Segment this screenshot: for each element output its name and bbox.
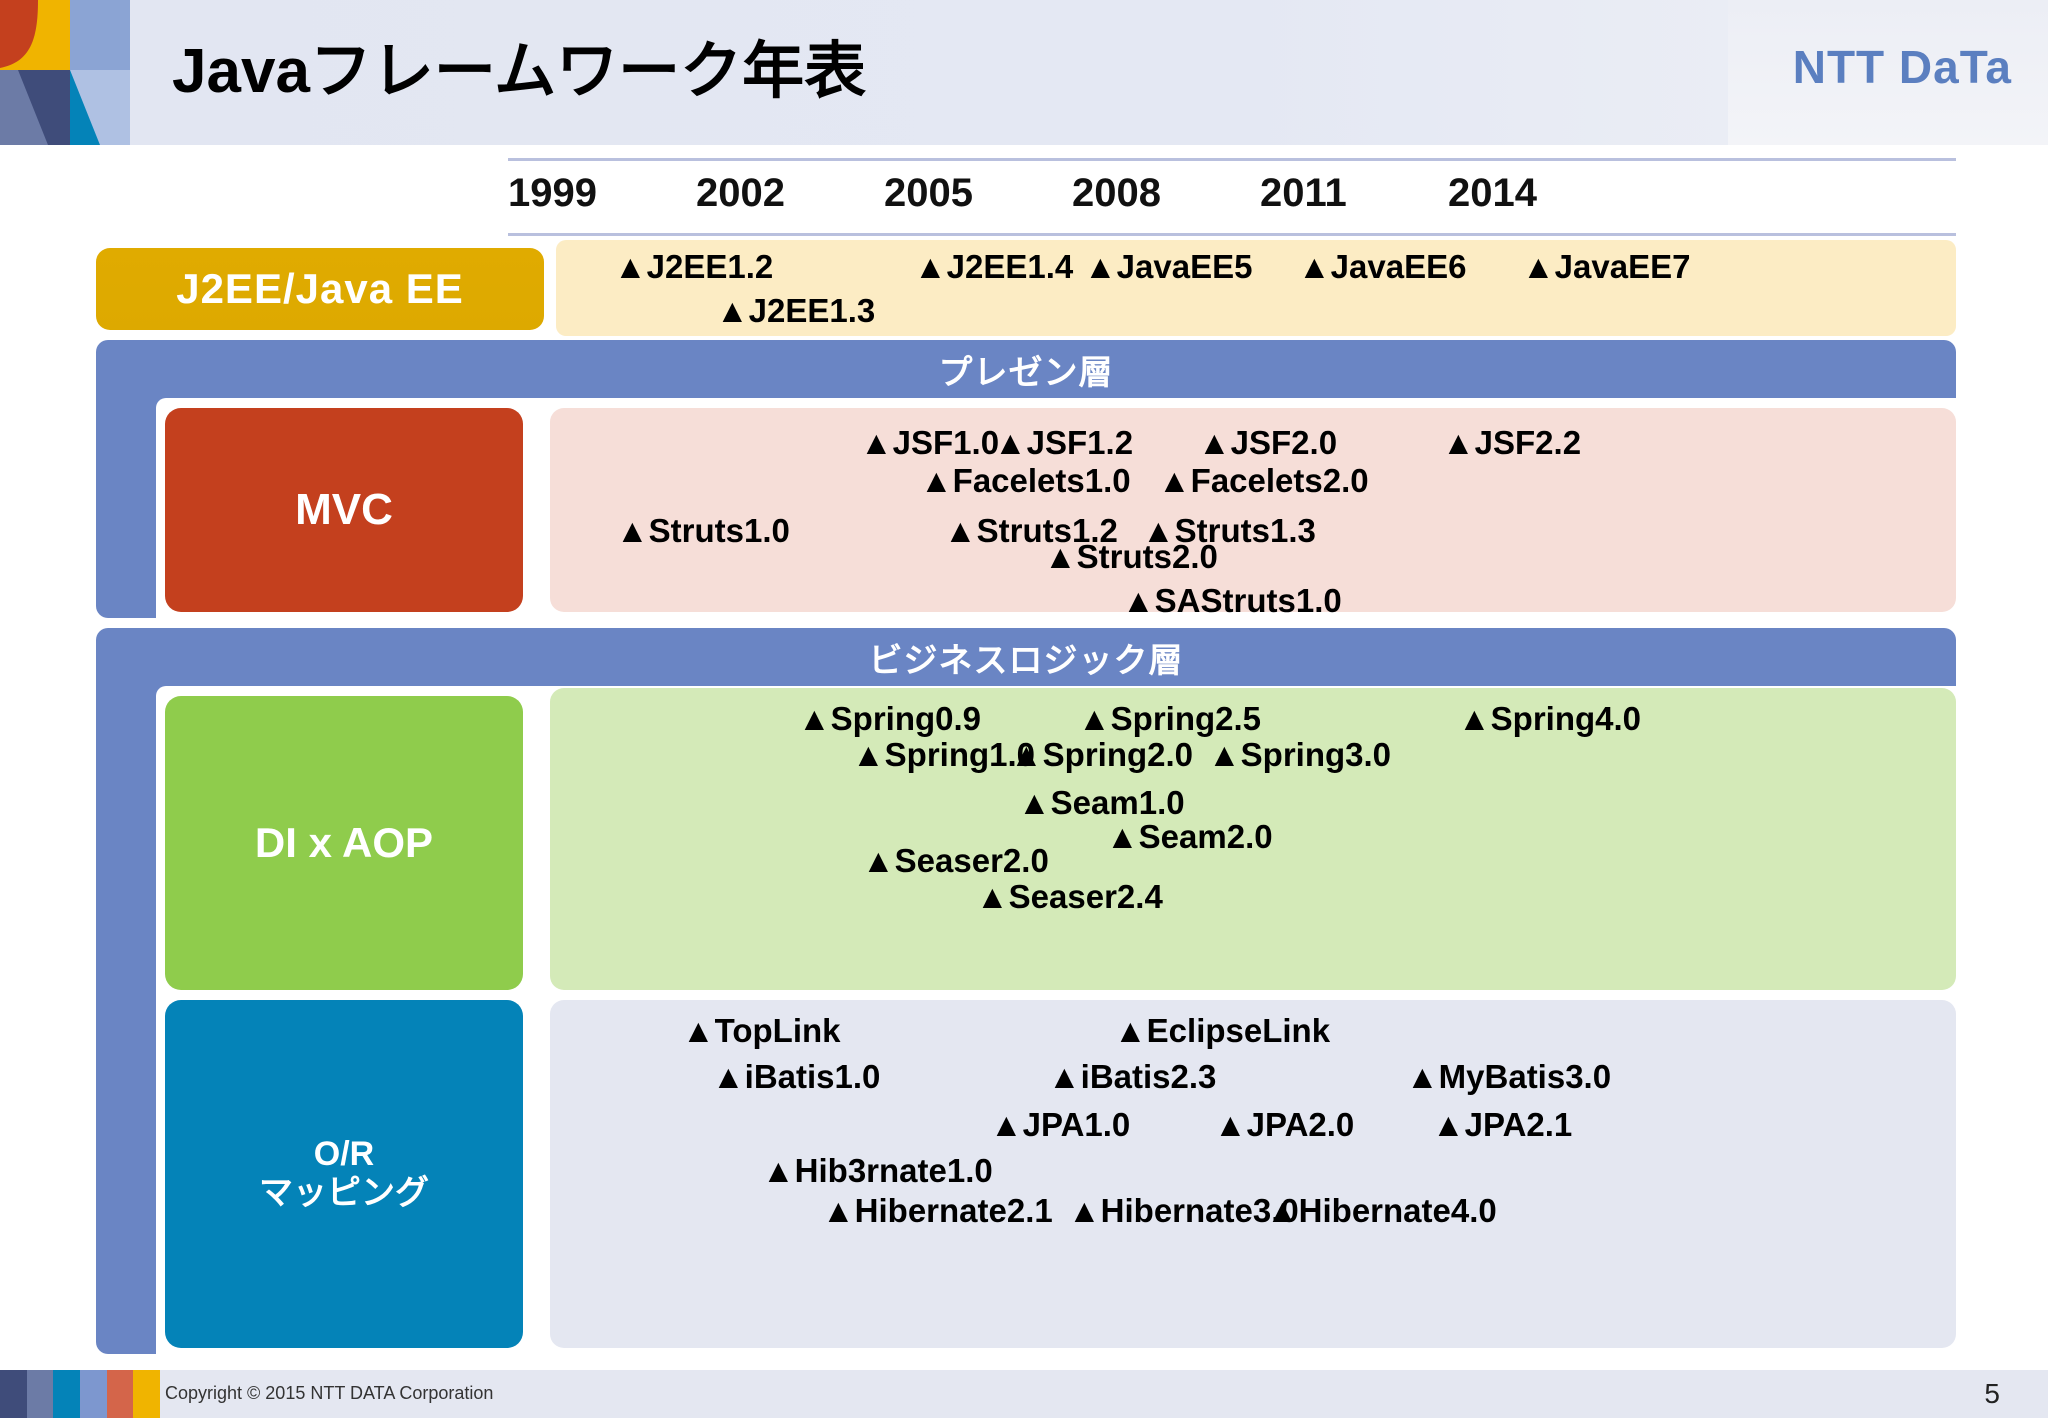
business-logic-layer-title: ビジネスロジック層 bbox=[868, 641, 1184, 680]
header-right-pane bbox=[1728, 0, 2048, 145]
timeline-year-2011: 2011 bbox=[1260, 171, 1347, 215]
or-mapping-release-item: ▲iBatis2.3 bbox=[1048, 1058, 1217, 1095]
mvc-release-item: ▲JSF2.0 bbox=[1198, 424, 1338, 461]
j2ee-timeline-band: ▲J2EE1.2 ▲J2EE1.3 ▲J2EE1.4 ▲JavaEE5 ▲JavaEE6… bbox=[556, 240, 1956, 336]
or-mapping-release-item: ▲Hibernate4.0 bbox=[1266, 1192, 1497, 1229]
mvc-release-item: ▲Struts1.3 bbox=[1142, 512, 1316, 549]
footer-color-bar bbox=[53, 1370, 81, 1418]
category-box-mvc: MVC bbox=[165, 408, 523, 612]
di-aop-release-item: ▲Seaser2.4 bbox=[976, 878, 1163, 915]
footer-color-bars bbox=[0, 1370, 161, 1418]
j2ee-release-item: ▲JavaEE5 bbox=[1084, 248, 1253, 285]
timeline-year-2014: 2014 bbox=[1448, 171, 1537, 215]
or-mapping-release-item: ▲JPA1.0 bbox=[990, 1106, 1131, 1143]
j2ee-release-item: ▲J2EE1.2 bbox=[614, 248, 774, 285]
category-label-mvc: MVC bbox=[295, 484, 393, 534]
mvc-release-item: ▲Facelets1.0 bbox=[920, 462, 1131, 499]
mvc-release-item: ▲Struts2.0 bbox=[1044, 538, 1218, 575]
j2ee-release-item: ▲JavaEE6 bbox=[1298, 248, 1467, 285]
or-mapping-release-item: ▲iBatis1.0 bbox=[712, 1058, 881, 1095]
di-aop-release-item: ▲Spring2.5 bbox=[1078, 700, 1262, 737]
footer-color-bar bbox=[0, 1370, 27, 1418]
or-mapping-release-item: ▲JPA2.0 bbox=[1214, 1106, 1355, 1143]
mvc-release-item: ▲JSF2.2 bbox=[1442, 424, 1582, 461]
mvc-release-item: ▲Struts1.2 bbox=[944, 512, 1118, 549]
mvc-release-item: ▲Struts1.0 bbox=[616, 512, 790, 549]
j2ee-release-item: ▲J2EE1.3 bbox=[716, 292, 876, 329]
page-number: 5 bbox=[1984, 1378, 2000, 1409]
footer-color-bar bbox=[106, 1370, 134, 1418]
di-aop-release-item: ▲Seam1.0 bbox=[1018, 784, 1185, 821]
or-mapping-release-item: ▲Hib3rnate1.0 bbox=[762, 1152, 993, 1189]
category-label-di-aop: DI x AOP bbox=[254, 818, 434, 866]
di-aop-release-item: ▲Spring1.0 bbox=[852, 736, 1036, 773]
or-mapping-release-item: ▲Hibernate2.1 bbox=[822, 1192, 1053, 1229]
category-box-or-mapping: O/R マッピング bbox=[165, 1000, 523, 1348]
or-mapping-release-item: ▲MyBatis3.0 bbox=[1406, 1058, 1612, 1095]
or-mapping-release-item: ▲TopLink bbox=[682, 1012, 841, 1049]
footer-color-bar bbox=[80, 1370, 107, 1418]
page-title: Javaフレームワーク年表 bbox=[172, 37, 867, 106]
footer-color-bar bbox=[133, 1370, 161, 1418]
j2ee-category-label: J2EE/Java EE bbox=[96, 248, 544, 330]
j2ee-release-item: ▲J2EE1.4 bbox=[914, 248, 1074, 285]
di-aop-release-item: ▲Spring3.0 bbox=[1208, 736, 1392, 773]
di-aop-release-item: ▲Spring4.0 bbox=[1458, 700, 1642, 737]
category-box-di-aop: DI x AOP bbox=[165, 696, 523, 990]
panel-di-aop: ▲Spring0.9 ▲Spring2.5 ▲Spring4.0 ▲Spring1.0… bbox=[550, 688, 1956, 990]
axis-line-top bbox=[508, 158, 1956, 161]
timeline-year-2008: 2008 bbox=[1072, 171, 1161, 215]
axis-line-bottom bbox=[508, 233, 1956, 236]
panel-mvc: ▲JSF1.0▲JSF1.2 ▲JSF2.0 ▲JSF2.2 ▲Facelets1.0… bbox=[550, 408, 1956, 617]
mvc-release-item: ▲JSF1.2 bbox=[994, 424, 1134, 461]
category-label-or-line1: O/R bbox=[313, 1134, 375, 1173]
timeline-year-2005: 2005 bbox=[884, 171, 973, 215]
mvc-release-item: ▲JSF1.0 bbox=[860, 424, 1000, 461]
ntt-data-corner-graphic-icon bbox=[0, 0, 148, 145]
or-mapping-release-item: ▲EclipseLink bbox=[1114, 1012, 1331, 1049]
slide-footer: Copyright © 2015 NTT DATA Corporation 5 bbox=[0, 1370, 2048, 1418]
mvc-release-item: ▲SAStruts1.0 bbox=[1122, 582, 1342, 619]
j2ee-release-item: ▲JavaEE7 bbox=[1522, 248, 1691, 285]
slide-header: Javaフレームワーク年表 NTT DaTa bbox=[0, 0, 2048, 145]
mvc-release-item: ▲Facelets2.0 bbox=[1158, 462, 1369, 499]
di-aop-release-item: ▲Seaser2.0 bbox=[862, 842, 1049, 879]
ntt-data-logo: NTT DaTa bbox=[1792, 41, 2012, 93]
timeline-year-2002: 2002 bbox=[696, 171, 785, 215]
or-mapping-release-item: ▲Hibernate3.0 bbox=[1068, 1192, 1299, 1229]
di-aop-release-item: ▲Spring2.0 bbox=[1010, 736, 1194, 773]
footer-color-bar bbox=[26, 1370, 54, 1418]
category-label-or-line2: マッピング bbox=[259, 1174, 429, 1212]
timeline-axis: 1999 2002 2005 2008 2011 2014 bbox=[508, 158, 1956, 236]
copyright-text: Copyright © 2015 NTT DATA Corporation bbox=[165, 1383, 494, 1403]
presentation-layer-title: プレゼン層 bbox=[938, 353, 1114, 392]
or-mapping-release-item: ▲JPA2.1 bbox=[1432, 1106, 1573, 1143]
di-aop-release-item: ▲Seam2.0 bbox=[1106, 818, 1273, 855]
timeline-year-1999: 1999 bbox=[508, 171, 597, 215]
di-aop-release-item: ▲Spring0.9 bbox=[798, 700, 982, 737]
panel-or-mapping: ▲TopLink ▲EclipseLink ▲iBatis1.0 ▲iBatis2.3… bbox=[550, 1000, 1956, 1348]
